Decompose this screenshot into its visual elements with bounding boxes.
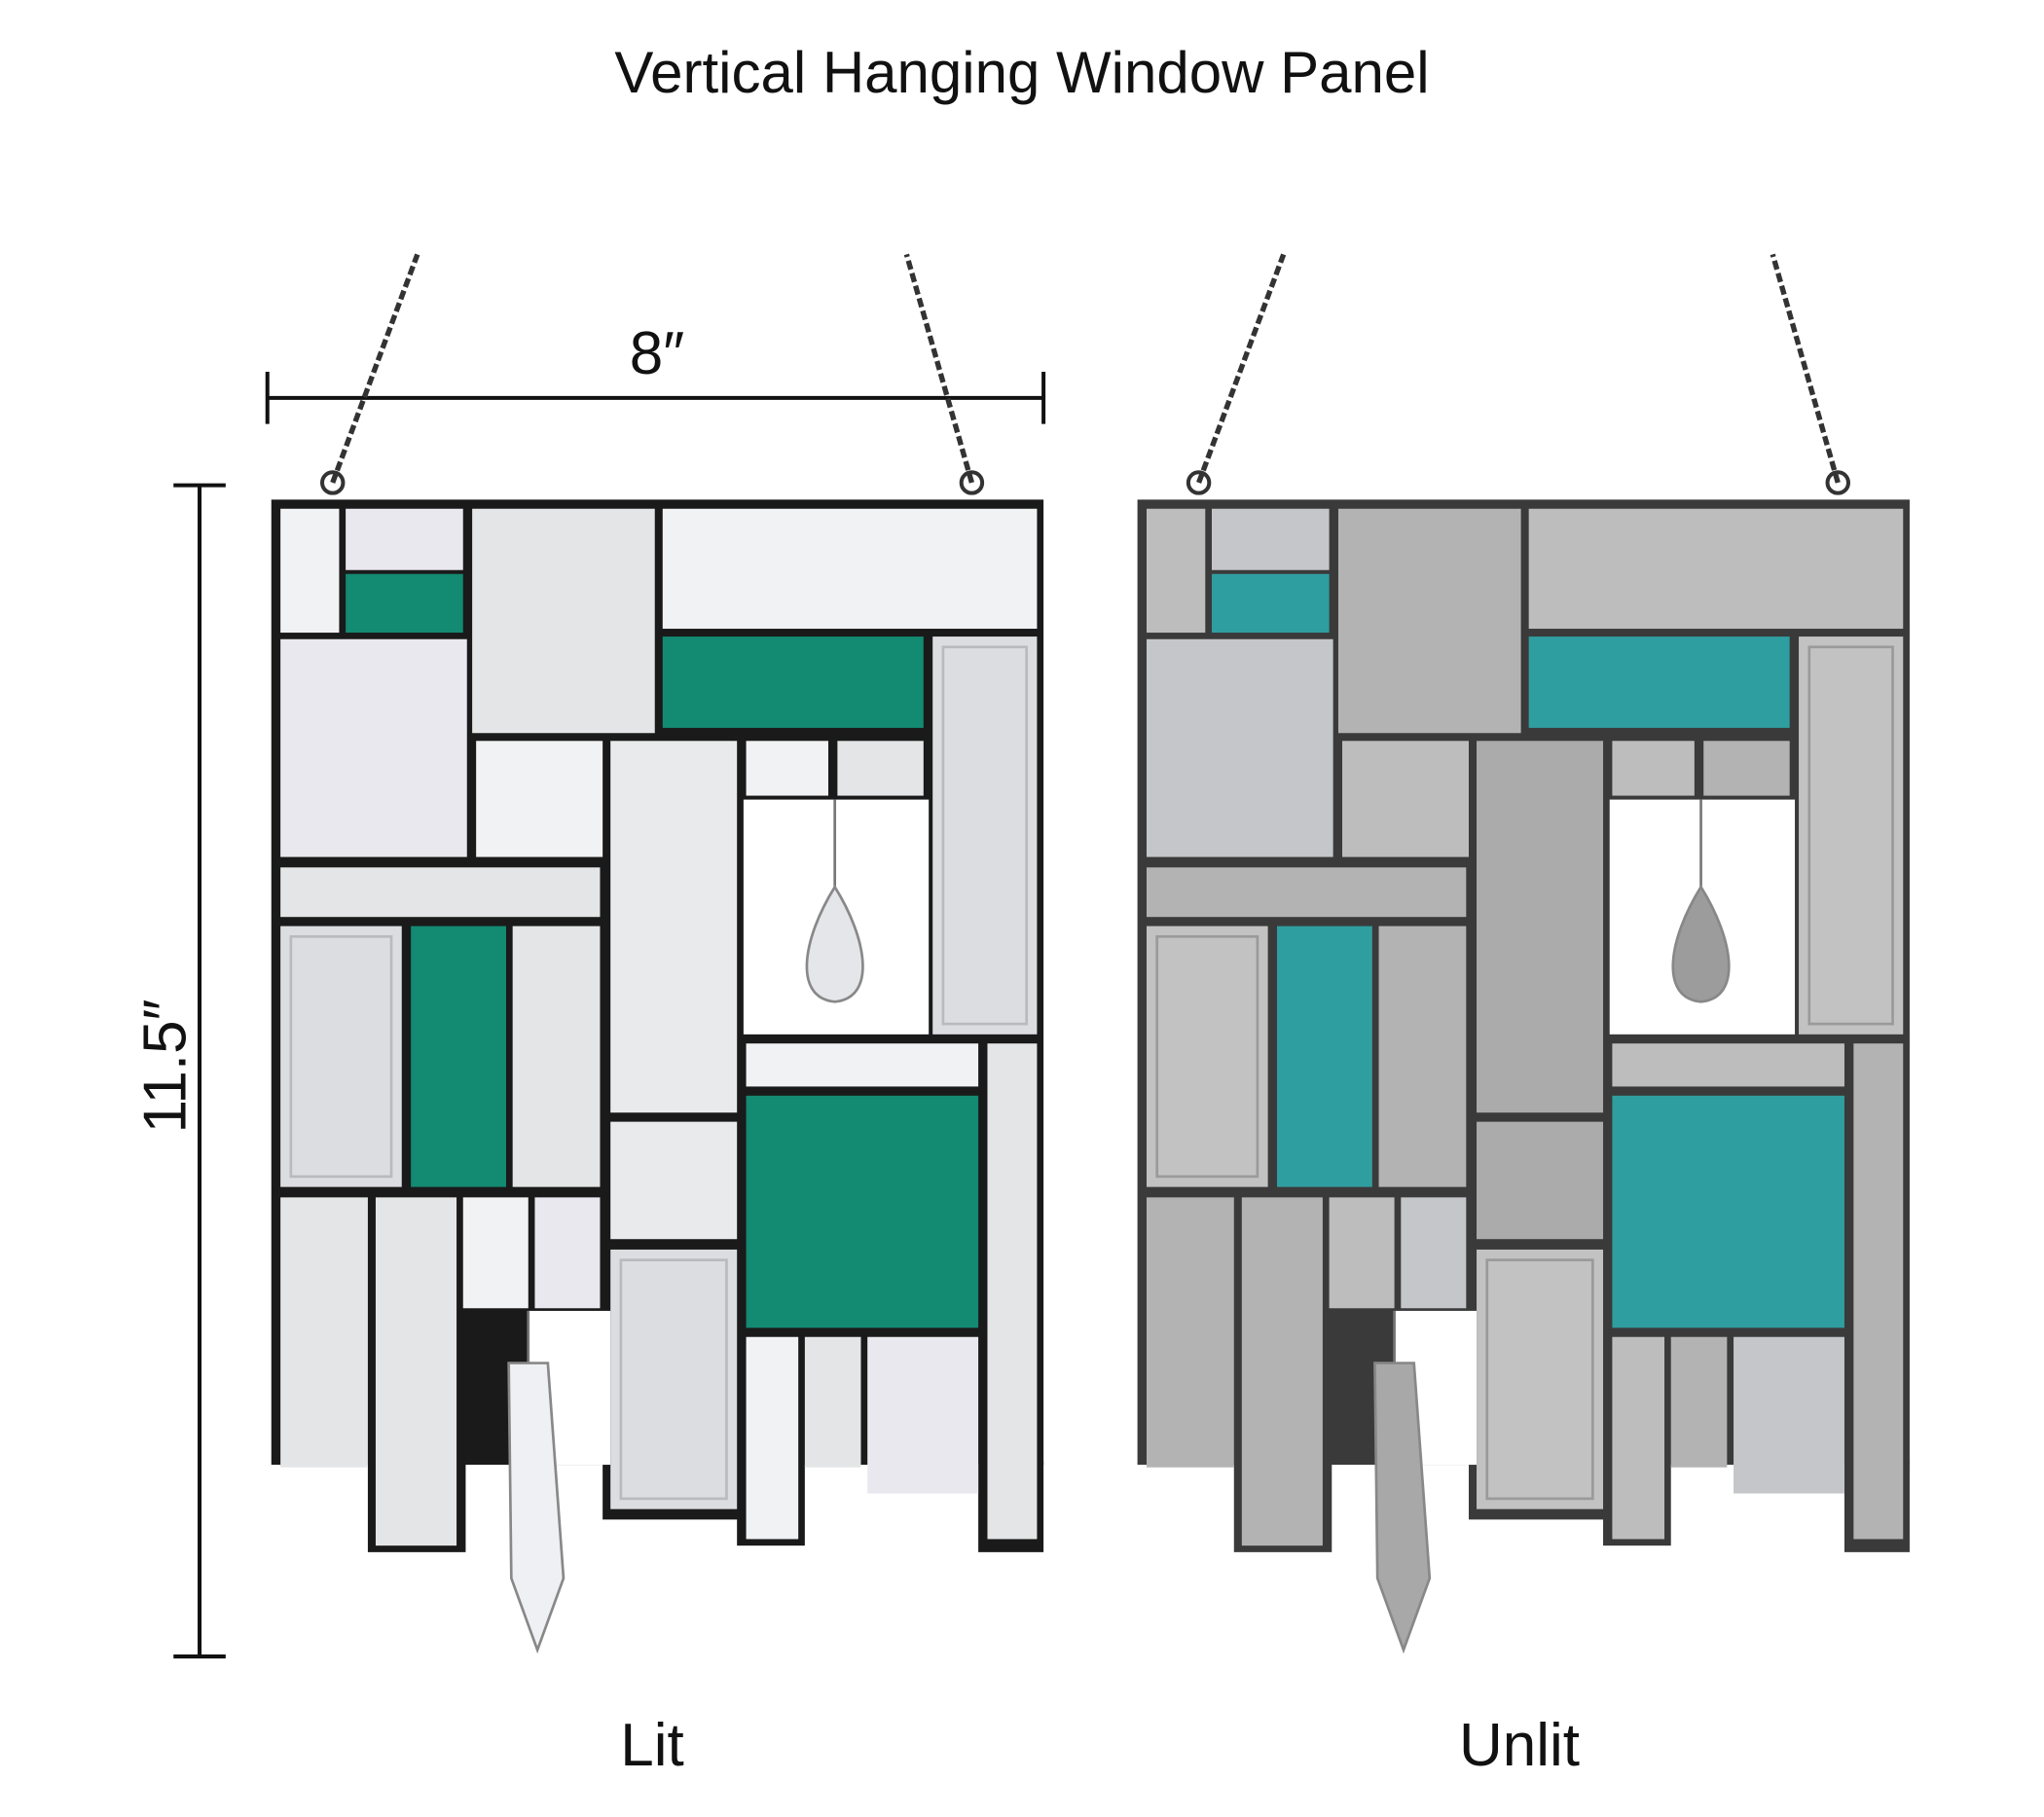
width-dimension-label: 8″ — [629, 320, 685, 387]
glass-piece — [804, 1336, 861, 1468]
glass-piece — [662, 508, 1038, 630]
glass-piece — [1342, 741, 1469, 857]
glass-piece — [1276, 926, 1372, 1187]
glass-piece — [662, 636, 924, 728]
glass-piece — [280, 926, 402, 1187]
glass-piece — [1528, 508, 1904, 630]
glass-piece — [280, 508, 340, 634]
hanging-ring — [1825, 470, 1850, 495]
glass-piece — [746, 1095, 979, 1328]
glass-piece — [462, 1197, 529, 1309]
glass-piece — [1670, 1336, 1728, 1468]
glass-piece — [987, 1043, 1038, 1540]
chain — [903, 253, 974, 484]
glass-piece — [472, 508, 655, 734]
glass-piece — [610, 1249, 738, 1509]
glass-piece — [610, 741, 738, 1113]
chain — [1770, 253, 1841, 484]
teardrop-crystal — [805, 884, 864, 1003]
glass-piece — [280, 1197, 368, 1468]
glass-piece — [1211, 508, 1330, 570]
glass-piece — [1612, 1043, 1844, 1087]
glass-piece — [1799, 636, 1904, 1035]
hanging-ring — [320, 470, 346, 495]
glass-piece — [280, 638, 467, 857]
glass-piece — [746, 1043, 979, 1087]
glass-piece — [1703, 741, 1790, 796]
glass-piece — [746, 741, 828, 796]
glass-piece — [1241, 1197, 1323, 1546]
glass-piece — [1477, 1249, 1604, 1509]
prism-crystal — [1373, 1362, 1432, 1654]
page-title: Vertical Hanging Window Panel — [614, 40, 1430, 105]
lit-panel — [271, 253, 1044, 1654]
glass-piece — [1146, 508, 1206, 634]
glass-piece — [1734, 1336, 1844, 1494]
glass-piece — [346, 573, 463, 634]
glass-piece — [476, 741, 603, 857]
chain — [1196, 253, 1287, 484]
glass-piece — [280, 867, 601, 918]
unlit-label: Unlit — [1458, 1712, 1581, 1779]
glass-piece — [1146, 638, 1333, 857]
lit-label: Lit — [620, 1712, 684, 1779]
glass-piece — [746, 1336, 799, 1540]
prism-crystal — [507, 1362, 566, 1654]
teardrop-crystal — [1671, 884, 1731, 1003]
glass-piece — [1477, 1121, 1604, 1240]
glass-piece — [1612, 1336, 1665, 1540]
glass-piece — [1329, 1197, 1395, 1309]
glass-piece — [512, 926, 601, 1187]
chain — [330, 253, 420, 484]
glass-piece — [837, 741, 924, 796]
glass-piece — [1337, 508, 1521, 734]
glass-piece — [534, 1197, 601, 1309]
height-dimension-line — [173, 483, 226, 1659]
hanging-ring — [1186, 470, 1212, 495]
glass-piece — [1612, 741, 1695, 796]
glass-piece — [1853, 1043, 1904, 1540]
width-dimension-line — [265, 372, 1046, 424]
glass-piece — [1146, 926, 1268, 1187]
glass-piece — [1211, 573, 1330, 634]
unlit-panel — [1137, 253, 1910, 1654]
hanging-ring — [959, 470, 985, 495]
glass-piece — [1528, 636, 1790, 728]
glass-piece — [1378, 926, 1467, 1187]
glass-piece — [1401, 1197, 1467, 1309]
glass-piece — [1146, 1197, 1234, 1468]
glass-piece — [1477, 741, 1604, 1113]
glass-piece — [411, 926, 506, 1187]
glass-piece — [867, 1336, 979, 1494]
glass-piece — [375, 1197, 457, 1546]
glass-piece — [932, 636, 1038, 1035]
glass-piece — [346, 508, 463, 570]
glass-piece — [1612, 1095, 1844, 1328]
glass-piece — [610, 1121, 738, 1240]
glass-piece — [1146, 867, 1467, 918]
